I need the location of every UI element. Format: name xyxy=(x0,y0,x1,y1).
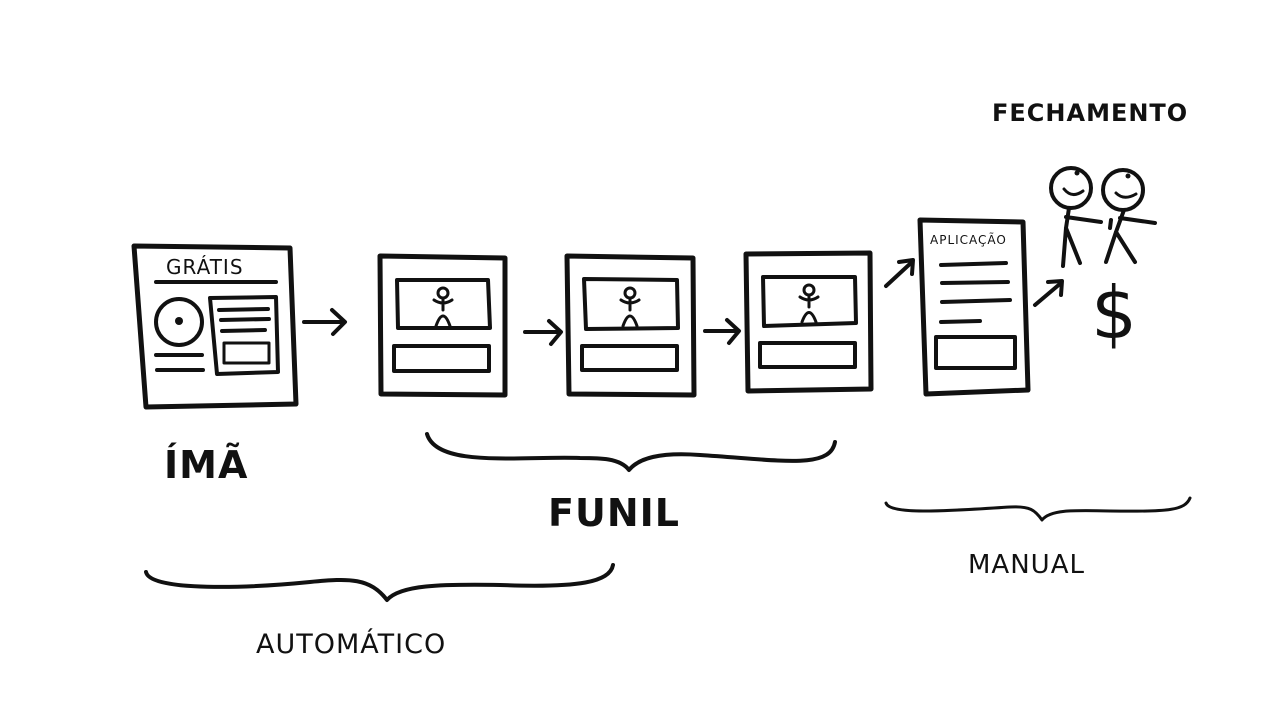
cta-button-box xyxy=(580,344,679,372)
video-frame xyxy=(582,277,680,331)
magnet-form-box xyxy=(208,295,280,376)
money-symbol: $ xyxy=(1091,271,1137,355)
manual-label: MANUAL xyxy=(968,550,1085,580)
application-text-line xyxy=(939,319,982,324)
funnel-label: FUNIL xyxy=(548,491,680,535)
cta-button-box xyxy=(392,344,491,373)
application-submit-box xyxy=(934,335,1017,370)
magnet-page: GRÁTIS xyxy=(131,243,299,410)
person-icon xyxy=(798,283,820,324)
application-text-line xyxy=(940,298,1012,304)
automatic-label: AUTOMÁTICO xyxy=(256,628,446,660)
application-badge: APLICAÇÃO xyxy=(930,232,1007,247)
dollar-icon: $ xyxy=(1091,271,1137,355)
magnet-form-line xyxy=(220,328,267,333)
funnel-page xyxy=(743,250,874,394)
happy-person-icon xyxy=(1101,168,1157,264)
funnel-page xyxy=(564,253,697,398)
arrow-icon xyxy=(302,308,347,336)
closing-label: FECHAMENTO xyxy=(992,99,1188,127)
happy-person-icon xyxy=(1049,166,1103,268)
manual-brace xyxy=(884,496,1192,522)
person-icon xyxy=(432,286,454,328)
arrow-icon xyxy=(1033,279,1064,307)
application-text-line xyxy=(939,261,1008,267)
video-frame xyxy=(761,275,858,328)
person-icon xyxy=(619,286,641,328)
magnet-form-line xyxy=(217,307,270,312)
magnet-label: ÍMÃ xyxy=(164,443,248,487)
magnet-form-button xyxy=(222,341,271,365)
magnet-cd-hole xyxy=(175,317,183,325)
automatic-brace xyxy=(144,563,615,602)
application-page: APLICAÇÃO xyxy=(917,217,1031,397)
arrow-icon xyxy=(703,318,741,345)
application-text-line xyxy=(940,280,1010,285)
arrow-icon xyxy=(523,319,563,346)
magnet-page-border xyxy=(131,243,299,410)
magnet-cd-icon xyxy=(154,297,204,347)
funnel-brace xyxy=(425,432,837,472)
magnet-form-line xyxy=(219,317,271,322)
cta-button-box xyxy=(758,341,857,369)
magnet-badge: GRÁTIS xyxy=(166,255,244,279)
funnel-page xyxy=(377,253,508,398)
arrow-icon xyxy=(884,258,915,288)
video-frame xyxy=(395,278,492,330)
